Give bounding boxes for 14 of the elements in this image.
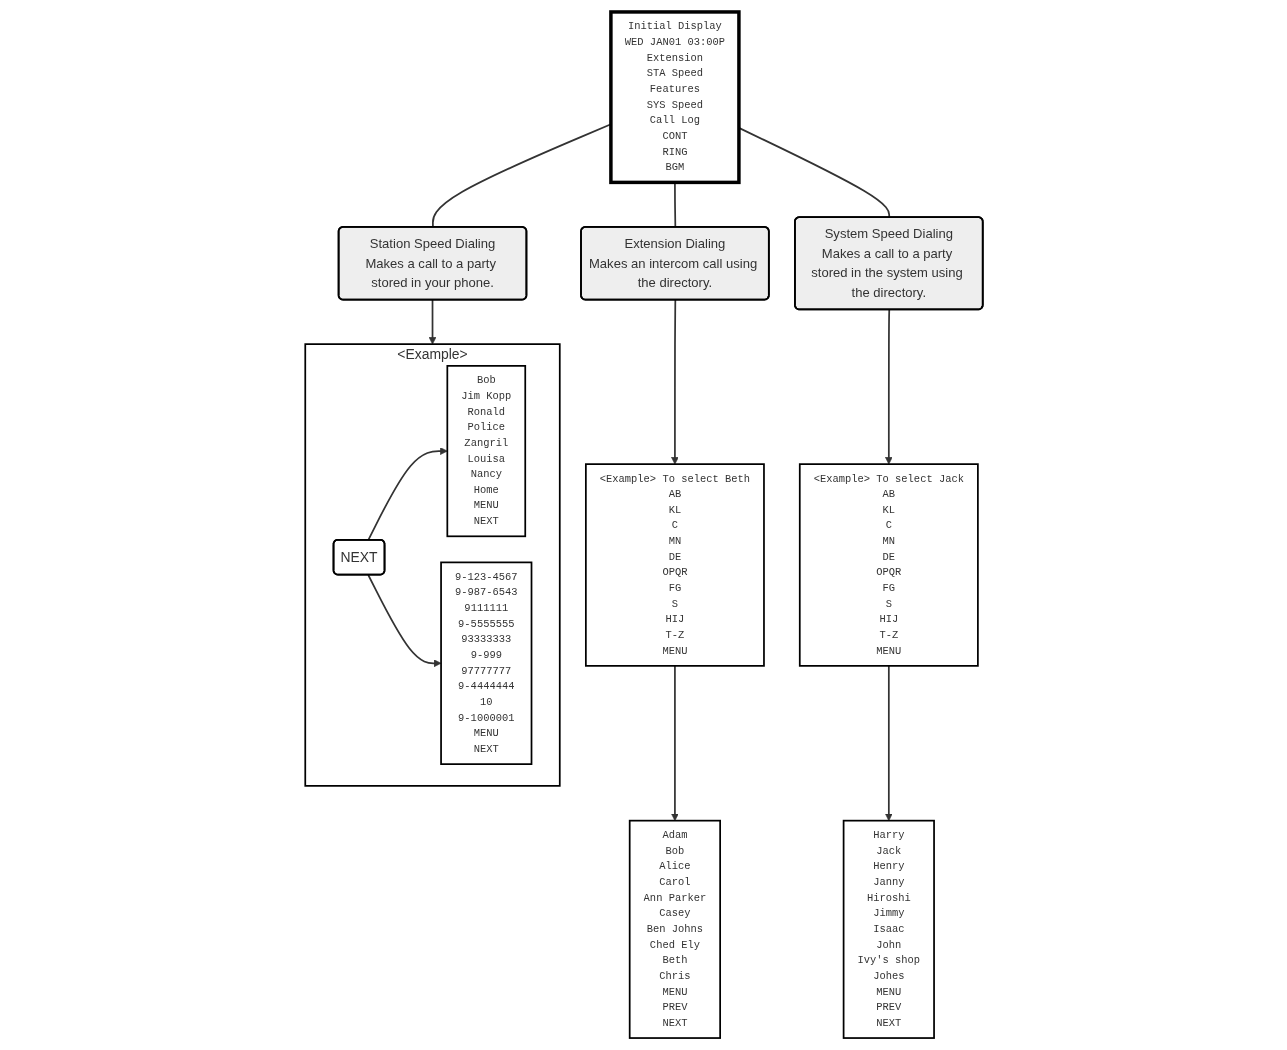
node-box xyxy=(798,463,979,667)
node-box xyxy=(628,819,721,1039)
node-box xyxy=(608,10,741,185)
arrow xyxy=(670,299,679,465)
arrow xyxy=(670,665,679,821)
node-box xyxy=(445,365,526,538)
arrow xyxy=(366,574,441,668)
node-box xyxy=(439,561,532,765)
arrow xyxy=(884,308,893,465)
arrow xyxy=(884,665,893,821)
node-box xyxy=(842,819,935,1039)
cluster xyxy=(303,343,561,787)
arrow xyxy=(428,298,436,345)
node-box xyxy=(584,463,765,667)
